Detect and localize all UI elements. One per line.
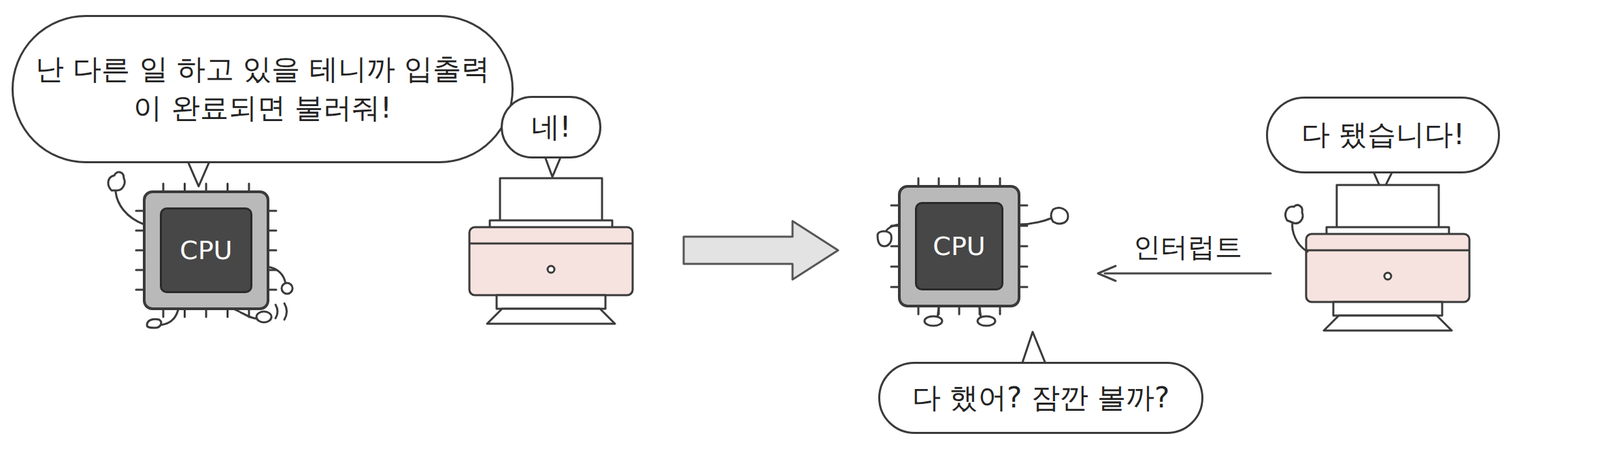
transition-arrow bbox=[683, 221, 839, 280]
speech-bubble: 네! bbox=[500, 95, 602, 160]
printer-hand bbox=[1285, 205, 1308, 252]
interrupt-arrow bbox=[1104, 272, 1271, 275]
chip-label: CPU bbox=[179, 235, 232, 266]
speech-bubble: 난 다른 일 하고 있을 테니까 입출력이 완료되면 불러줘! bbox=[11, 14, 514, 164]
arrow-label: 인터럽트 bbox=[1130, 228, 1245, 266]
cpu-screen: CPU bbox=[914, 202, 1004, 291]
cpu-screen: CPU bbox=[159, 207, 253, 294]
speech-bubble: 다 했어? 잠깐 볼까? bbox=[878, 361, 1204, 435]
chip-label: CPU bbox=[932, 231, 986, 262]
cpu-chip: CPU bbox=[142, 190, 270, 311]
speech-text: 난 다른 일 하고 있을 테니까 입출력이 완료되면 불러줘! bbox=[29, 50, 496, 128]
cpu-limbs bbox=[108, 172, 293, 328]
cpu-chip: CPU bbox=[897, 185, 1021, 308]
speech-text: 네! bbox=[531, 108, 572, 147]
speech-bubble: 다 됐습니다! bbox=[1265, 96, 1501, 174]
interrupt-arrowhead bbox=[1097, 265, 1116, 281]
speech-text: 다 했어? 잠깐 볼까? bbox=[912, 378, 1171, 418]
printers bbox=[469, 178, 1470, 331]
speech-text: 다 됐습니다! bbox=[1301, 115, 1465, 155]
chip-pins bbox=[136, 178, 1028, 318]
